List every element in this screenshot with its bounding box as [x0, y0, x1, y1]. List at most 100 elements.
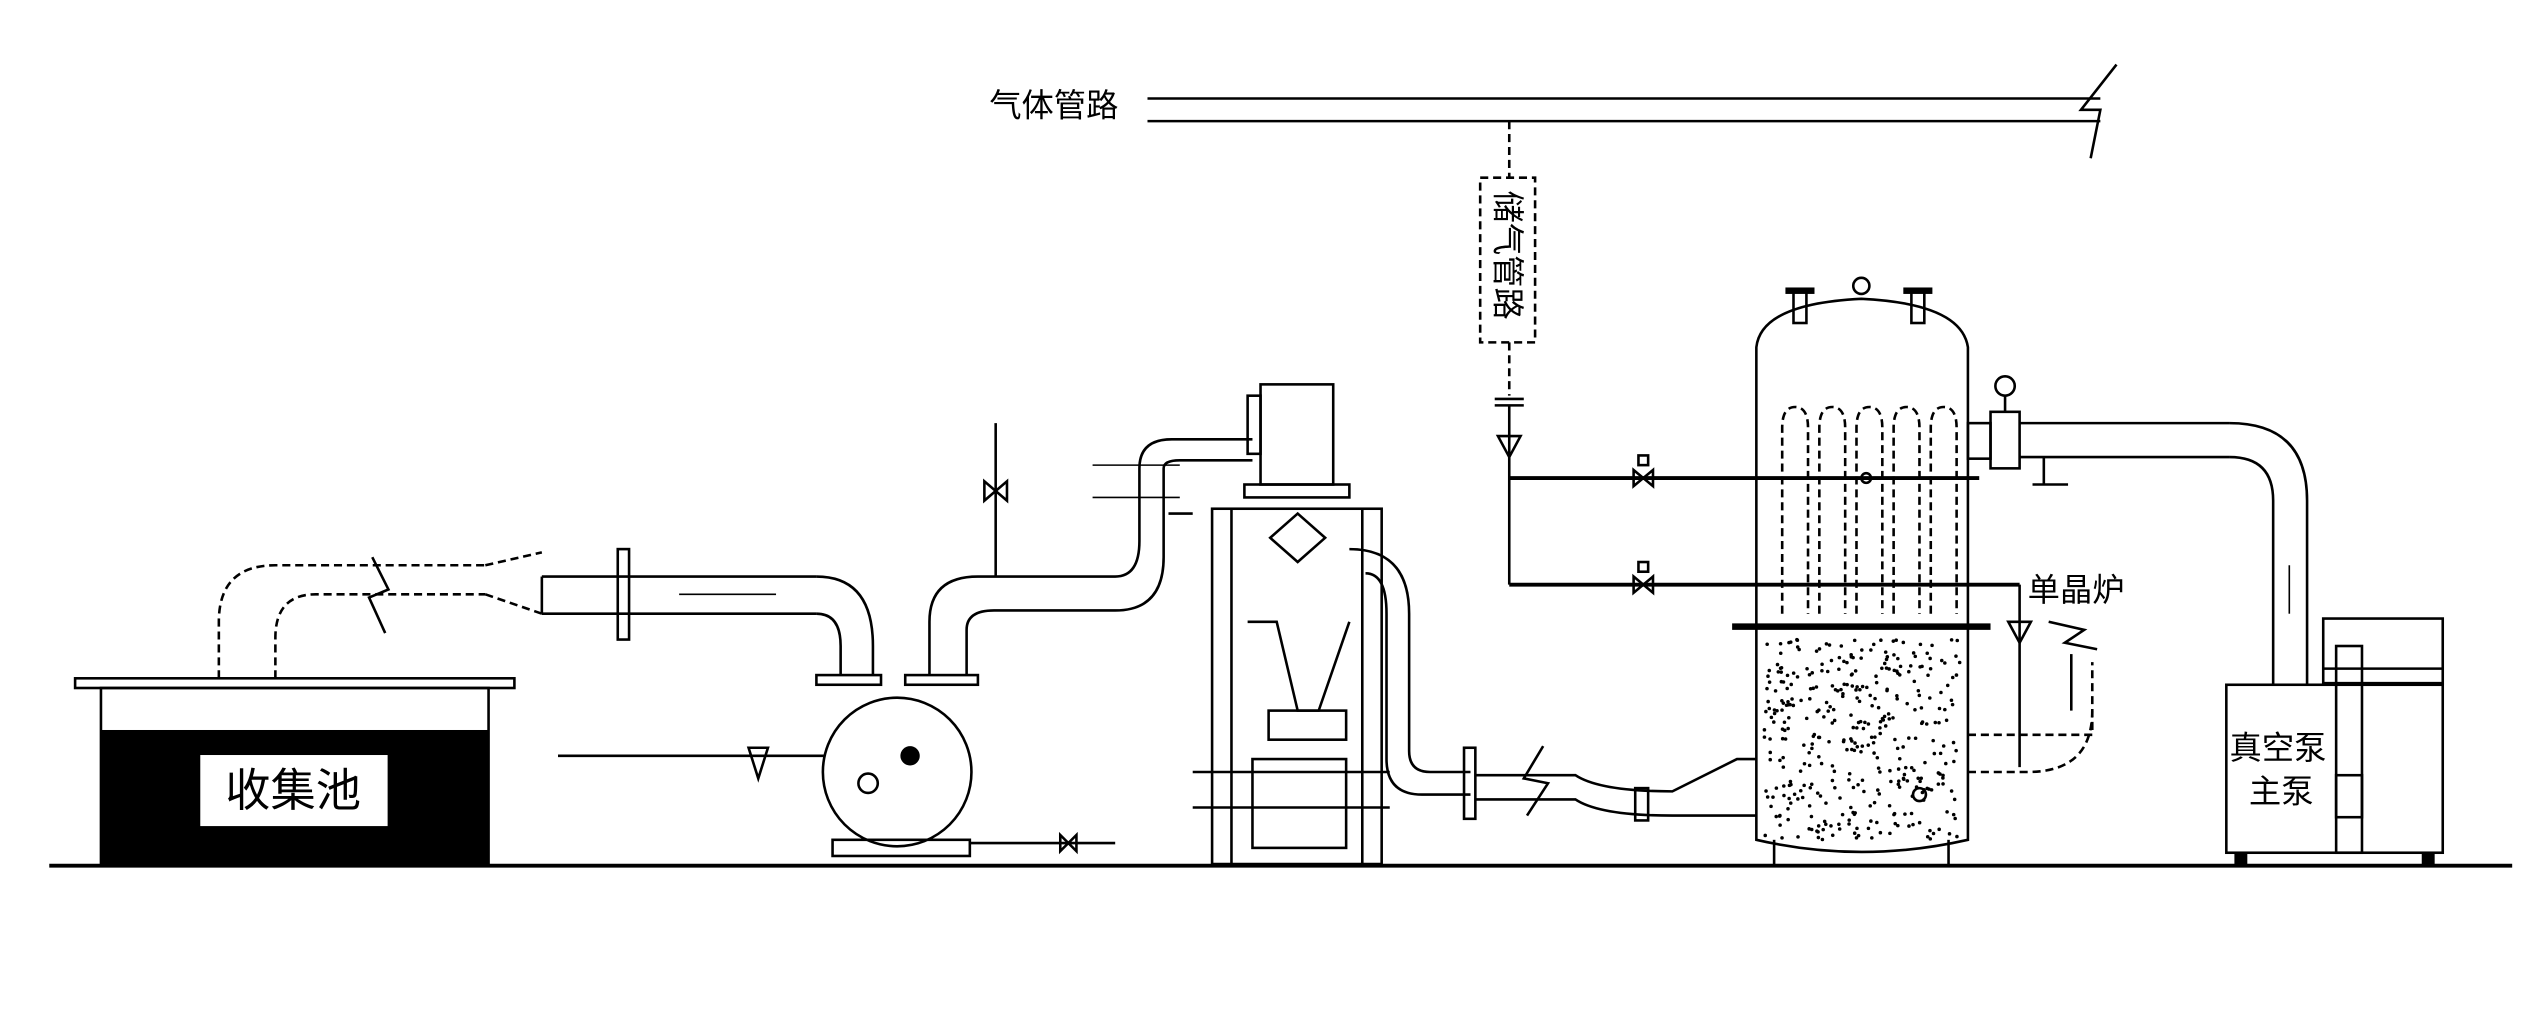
- gas-pipeline-label: 气体管路: [989, 86, 1118, 124]
- particle: [1936, 782, 1941, 786]
- particle: [1832, 718, 1837, 723]
- particle: [1875, 755, 1880, 760]
- particle: [1919, 776, 1924, 781]
- particle: [1824, 822, 1828, 827]
- particle: [1807, 804, 1812, 808]
- particle: [1928, 696, 1932, 700]
- particle: [1792, 792, 1797, 797]
- particle: [1896, 656, 1900, 661]
- particle: [1905, 701, 1909, 706]
- particle: [1785, 686, 1789, 691]
- particle: [1835, 689, 1840, 693]
- check-valve-icon: [1495, 434, 1523, 460]
- particle: [1939, 658, 1944, 663]
- particle: [1772, 708, 1777, 712]
- particle: [1774, 814, 1778, 819]
- particle: [1874, 674, 1878, 678]
- particle: [1853, 741, 1857, 745]
- particle: [1902, 772, 1907, 777]
- particle: [1882, 661, 1887, 666]
- main-pump-label: 主泵: [2249, 773, 2314, 811]
- particle: [1860, 744, 1865, 748]
- particle: [1850, 684, 1855, 688]
- particle: [1897, 673, 1902, 677]
- particle: [1768, 750, 1773, 755]
- particle: [1789, 782, 1793, 787]
- particle: [1821, 827, 1825, 832]
- particle: [1851, 785, 1856, 790]
- particle: [1866, 722, 1871, 726]
- particle: [1892, 668, 1897, 673]
- particle: [1776, 670, 1781, 674]
- single-crystal-furnace-label: 单晶炉: [2028, 571, 2125, 609]
- particle: [1937, 720, 1941, 725]
- particle: [1941, 782, 1945, 786]
- particle: [1856, 782, 1860, 787]
- particle: [1827, 643, 1832, 647]
- particle: [1786, 726, 1790, 731]
- particle: [1808, 687, 1813, 691]
- particle: [1795, 645, 1800, 649]
- particle: [1893, 737, 1897, 742]
- particle: [1924, 722, 1929, 726]
- particle: [1788, 779, 1793, 784]
- particle: [1767, 668, 1772, 673]
- particle: [1943, 661, 1947, 665]
- particle: [1847, 818, 1851, 822]
- particle: [1797, 647, 1801, 652]
- particle: [1856, 833, 1861, 838]
- particle: [1863, 720, 1867, 725]
- particle: [1854, 688, 1858, 692]
- heater-element: [1818, 405, 1847, 614]
- particle: [1833, 786, 1837, 790]
- particle: [1936, 771, 1941, 775]
- particle: [1928, 667, 1933, 671]
- particle: [1781, 680, 1786, 684]
- particle: [1805, 667, 1809, 671]
- particle: [1876, 705, 1881, 710]
- particle: [1817, 708, 1821, 712]
- particle: [1774, 786, 1779, 790]
- particle: [1795, 638, 1800, 642]
- particle: [1953, 816, 1957, 821]
- particle: [1798, 769, 1803, 773]
- particle: [1796, 835, 1800, 839]
- particle: [1952, 759, 1956, 764]
- particle: [1952, 797, 1957, 802]
- particle: [1905, 779, 1910, 783]
- particle: [1789, 682, 1794, 687]
- heater-element: [1892, 405, 1921, 614]
- particle: [1824, 642, 1829, 646]
- particle: [1931, 738, 1935, 743]
- particle: [1907, 669, 1911, 674]
- break-symbol: [2078, 63, 2118, 159]
- particle: [1784, 703, 1789, 708]
- particle: [1954, 673, 1959, 677]
- particle: [1829, 658, 1834, 663]
- particle: [1787, 796, 1791, 801]
- valve-icon: [983, 478, 1009, 504]
- particle: [1944, 718, 1949, 723]
- particle: [1807, 672, 1812, 677]
- particle: [1928, 837, 1933, 841]
- particle: [1771, 795, 1775, 799]
- particle: [1817, 755, 1821, 759]
- particle: [1932, 751, 1937, 756]
- particle: [1768, 737, 1772, 741]
- particle: [1883, 650, 1888, 654]
- particle: [1869, 819, 1873, 823]
- particle: [1860, 648, 1864, 652]
- particle: [1869, 735, 1874, 740]
- particle: [1780, 736, 1785, 741]
- particle: [1779, 670, 1783, 674]
- particle: [1878, 719, 1883, 724]
- particle: [1788, 801, 1793, 805]
- particle: [1872, 751, 1876, 755]
- particle: [1855, 826, 1859, 831]
- particle: [1772, 711, 1777, 716]
- particle: [1847, 822, 1851, 826]
- particle: [1849, 713, 1853, 717]
- particle: [1796, 797, 1800, 801]
- particle: [1822, 819, 1827, 824]
- particle: [1884, 666, 1889, 670]
